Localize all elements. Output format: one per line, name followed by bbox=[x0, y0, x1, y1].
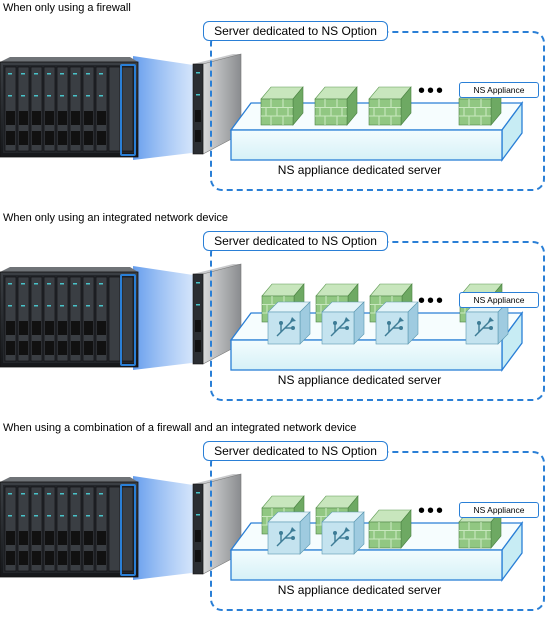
platform-label: NS appliance dedicated server bbox=[277, 373, 442, 387]
firewall-icon bbox=[368, 86, 412, 126]
server-dedicated-label: Server dedicated to NS Option bbox=[203, 21, 388, 41]
section-heading: When using a combination of a firewall a… bbox=[3, 422, 357, 434]
zoom-beam bbox=[133, 266, 200, 370]
ns-appliance-diagram bbox=[230, 86, 523, 161]
zoom-beam bbox=[133, 476, 200, 580]
firewall-icon bbox=[314, 86, 358, 126]
ns-appliance-label: NS Appliance bbox=[459, 502, 539, 518]
section-heading: When only using an integrated network de… bbox=[3, 212, 229, 224]
integrated-network-device-icon bbox=[465, 301, 509, 345]
platform-label: NS appliance dedicated server bbox=[277, 163, 442, 177]
integrated-network-device-icon bbox=[321, 511, 365, 555]
ns-appliance-diagram bbox=[230, 495, 523, 581]
ns-appliance-label: NS Appliance bbox=[459, 82, 539, 98]
ns-appliance-label: NS Appliance bbox=[459, 292, 539, 308]
section-integrated-device-only: When only using an integrated network de… bbox=[0, 212, 548, 422]
section-firewall-only: When only using a firewall Server dedica… bbox=[0, 2, 548, 212]
server-dedicated-label: Server dedicated to NS Option bbox=[203, 231, 388, 251]
ellipsis-more-appliances: ••• bbox=[418, 80, 446, 102]
hardware-illustration bbox=[0, 263, 242, 370]
hardware-illustration bbox=[0, 53, 242, 160]
ns-appliance-diagram bbox=[230, 283, 523, 371]
section-heading: When only using a firewall bbox=[3, 2, 131, 14]
platform-label: NS appliance dedicated server bbox=[277, 583, 442, 597]
integrated-network-device-icon bbox=[375, 301, 419, 345]
integrated-network-device-icon bbox=[267, 511, 311, 555]
firewall-icon bbox=[260, 86, 304, 126]
ellipsis-more-appliances: ••• bbox=[418, 500, 446, 522]
server-dedicated-label: Server dedicated to NS Option bbox=[203, 441, 388, 461]
firewall-icon bbox=[368, 509, 412, 549]
hardware-illustration bbox=[0, 473, 242, 580]
integrated-network-device-icon bbox=[321, 301, 365, 345]
integrated-network-device-icon bbox=[267, 301, 311, 345]
ellipsis-more-appliances: ••• bbox=[418, 290, 446, 312]
zoom-beam bbox=[133, 56, 200, 160]
section-combination: When using a combination of a firewall a… bbox=[0, 422, 548, 632]
